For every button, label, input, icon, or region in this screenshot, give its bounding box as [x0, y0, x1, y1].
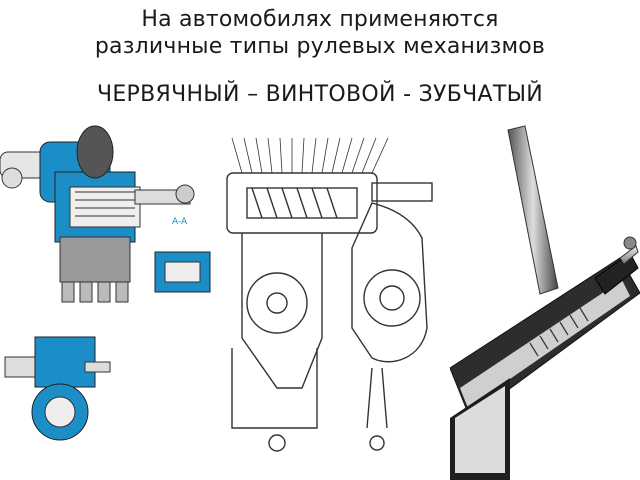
worm-steering-diagram: A-A [0, 125, 211, 441]
slide-subtitle: ЧЕРВЯЧНЫЙ – ВИНТОВОЙ - ЗУБЧАТЫЙ [96, 82, 544, 107]
title-line-2: различные типы рулевых механизмов [94, 34, 546, 59]
rack-pinion-diagram [450, 125, 640, 480]
title-line-1: На автомобилях применяются [141, 7, 499, 32]
screw-steering-diagram [226, 137, 433, 452]
section-label-aa: A-A [172, 217, 188, 227]
slide-title: На автомобилях применяются различные тип… [0, 6, 640, 60]
